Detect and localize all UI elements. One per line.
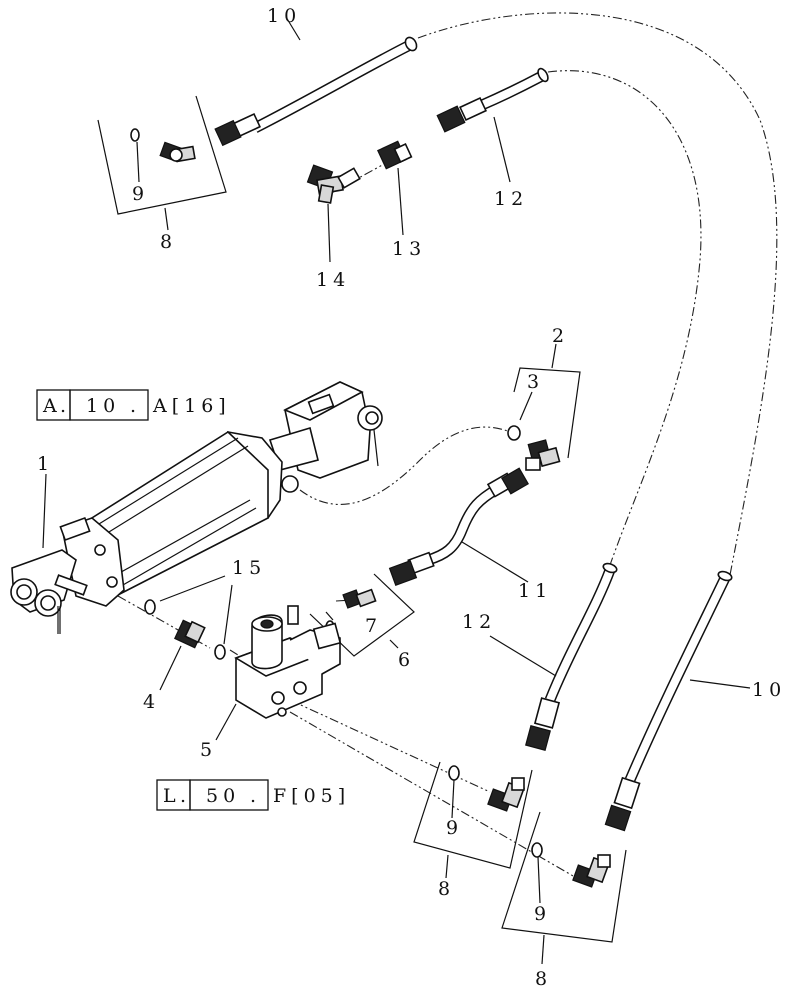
o-ring-icon bbox=[507, 425, 521, 441]
ref-a-item: A[16] bbox=[152, 395, 231, 417]
elbow-fitting-icon bbox=[159, 141, 196, 163]
elbow-fitting-group-2 bbox=[507, 343, 581, 471]
callout-9-top: 9 bbox=[132, 183, 149, 205]
callout-4: 4 bbox=[143, 691, 160, 713]
callout-10-bottom: 10 bbox=[752, 679, 786, 701]
o-ring-icon bbox=[448, 765, 460, 781]
hose-10-bottom bbox=[604, 570, 751, 832]
elbow-fitting-group-top bbox=[97, 95, 227, 231]
hydraulic-cylinder-icon bbox=[10, 381, 383, 634]
callout-2: 2 bbox=[552, 325, 569, 347]
hose-12-top bbox=[436, 67, 549, 183]
svg-text:.: . bbox=[130, 395, 141, 417]
tee-fitting-14-icon bbox=[306, 164, 361, 263]
adapter-4-icon bbox=[174, 619, 206, 649]
callout-11: 11 bbox=[518, 580, 552, 602]
callout-12-bottom: 12 bbox=[462, 611, 496, 633]
svg-text:.: . bbox=[180, 785, 191, 807]
adapter-13-icon bbox=[377, 140, 413, 236]
o-ring-icon bbox=[144, 599, 156, 615]
ref-a-section: A bbox=[42, 395, 62, 417]
callout-9-right: 9 bbox=[534, 903, 551, 925]
callout-10-top: 10 bbox=[267, 5, 301, 27]
callout-9-mid: 9 bbox=[446, 817, 463, 839]
ref-a-page: 10 bbox=[86, 395, 120, 417]
o-ring-icon bbox=[214, 644, 226, 660]
callout-13: 13 bbox=[392, 238, 426, 260]
callout-14: 14 bbox=[316, 269, 350, 291]
callout-12-top: 12 bbox=[494, 188, 528, 210]
callout-5: 5 bbox=[200, 739, 217, 761]
callout-15: 15 bbox=[232, 557, 266, 579]
svg-text:.: . bbox=[250, 785, 261, 807]
reference-a-10-a-16[interactable]: A . 10 . A[16] bbox=[36, 389, 231, 421]
o-ring-icon bbox=[531, 842, 543, 858]
hose-10-top bbox=[214, 16, 418, 147]
callout-8-mid: 8 bbox=[438, 878, 455, 900]
callout-labels: 10 9 8 12 13 14 2 3 1 15 11 12 7 6 4 10 … bbox=[37, 5, 786, 990]
callout-8-right: 8 bbox=[535, 968, 552, 990]
reference-l-50-f-05[interactable]: L . 50 . F[05] bbox=[156, 779, 350, 811]
elbow-fitting-icon bbox=[525, 439, 561, 471]
callout-7: 7 bbox=[365, 615, 382, 637]
svg-text:.: . bbox=[60, 395, 71, 417]
elbow-fitting-group-mid bbox=[413, 761, 533, 879]
elbow-fitting-icon bbox=[572, 854, 611, 888]
hose-11 bbox=[388, 467, 529, 586]
hose-12-bottom bbox=[489, 562, 618, 751]
callout-3: 3 bbox=[527, 371, 544, 393]
elbow-fitting-group-right bbox=[501, 811, 627, 965]
ref-b-page: 50 bbox=[206, 785, 240, 807]
callout-6: 6 bbox=[398, 649, 415, 671]
ref-b-item: F[05] bbox=[273, 785, 350, 807]
valve-block-5-icon bbox=[215, 605, 342, 741]
callout-8-top: 8 bbox=[160, 231, 177, 253]
o-ring-icon bbox=[130, 128, 140, 142]
fitting-4-and-o-rings bbox=[144, 575, 233, 691]
callout-1: 1 bbox=[37, 453, 54, 475]
elbow-fitting-icon bbox=[487, 777, 525, 812]
ref-b-section: L bbox=[163, 785, 181, 807]
